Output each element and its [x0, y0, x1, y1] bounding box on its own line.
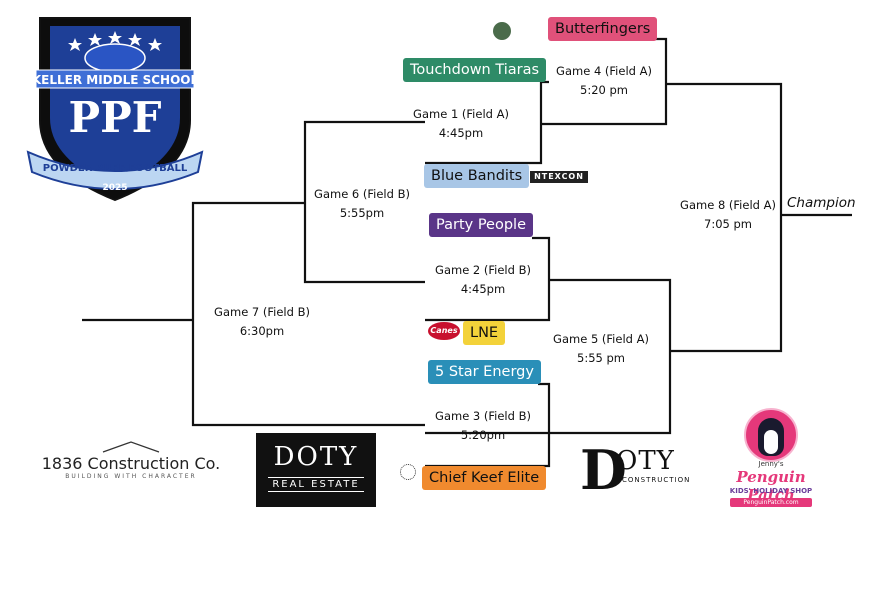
shield-inner	[50, 26, 180, 188]
champion-label: Champion	[787, 195, 856, 211]
sponsor-ntexcon: NTEXCON	[530, 171, 588, 183]
doty-re-name: DOTY	[273, 442, 359, 472]
game-2-title: Game 2 (Field B)	[435, 263, 531, 277]
team-lne: LNE	[463, 321, 506, 345]
sponsor-1836-name: 1836 Construction Co.	[41, 454, 221, 473]
doty-c-name: OTY	[616, 446, 675, 476]
penguin-owner: Jenny's	[758, 460, 784, 468]
school-banner	[35, 69, 195, 89]
event-ribbon	[26, 150, 204, 190]
game-1-title: Game 1 (Field A)	[413, 107, 509, 121]
game-6-title: Game 6 (Field B)	[314, 187, 410, 201]
roof-icon	[102, 441, 160, 453]
stars-icon	[68, 31, 162, 51]
school-name: KELLER MIDDLE SCHOOL	[32, 73, 199, 87]
event-year: 2025	[102, 183, 127, 193]
team-blue-bandits: Blue Bandits	[424, 164, 530, 188]
sponsor-canes: Canes	[428, 322, 460, 340]
game-3-time: 5:20pm	[460, 428, 506, 442]
sponsor-dog-logo	[493, 20, 547, 42]
team-butterfingers: Butterfingers	[548, 17, 658, 41]
game-1-time: 4:45pm	[438, 126, 484, 140]
bracket-line-game7	[191, 201, 425, 427]
game-8: Game 8 (Field A) 7:05 pm	[673, 196, 783, 234]
penguin-belly	[764, 430, 778, 454]
doty-c-initial: D	[580, 438, 627, 502]
sponsor-1836-construction: 1836 Construction Co. BUILDING WITH CHAR…	[36, 440, 226, 480]
game-7: Game 7 (Field B) 6:30pm	[207, 303, 317, 341]
football-icon	[84, 43, 146, 73]
circle-emblem-icon	[400, 464, 416, 480]
penguin-url: PenguinPatch.com	[730, 498, 812, 507]
game-2-time: 4:45pm	[460, 282, 506, 296]
sponsor-circle-logo	[398, 462, 418, 492]
game-7-title: Game 7 (Field B)	[214, 305, 310, 319]
event-name: POWDER PUFF FOOTBALL	[43, 163, 188, 174]
game-3: Game 3 (Field B) 5:20pm	[428, 407, 538, 445]
game-5-title: Game 5 (Field A)	[553, 332, 649, 346]
school-monogram: PPF	[69, 93, 162, 142]
bracket-line-game2-out	[425, 278, 672, 435]
team-5-star-energy: 5 Star Energy	[428, 360, 541, 384]
sponsor-doty-real-estate: DOTY REAL ESTATE	[256, 433, 376, 507]
game-2: Game 2 (Field B) 4:45pm	[428, 261, 538, 299]
sponsor-doty-construction: D OTY CONSTRUCTION	[580, 438, 692, 502]
dog-icon	[493, 22, 511, 40]
game-8-title: Game 8 (Field A)	[680, 198, 776, 212]
bracket-line-game1	[425, 80, 549, 165]
sponsor-penguin-patch: Jenny's Penguin Patch KIDS' HOLIDAY SHOP…	[710, 408, 832, 512]
game-1: Game 1 (Field A) 4:45pm	[406, 105, 516, 143]
game-6-time: 5:55pm	[339, 206, 385, 220]
penguin-shop: KIDS' HOLIDAY SHOP	[729, 487, 813, 495]
team-chief-keef-elite: Chief Keef Elite	[422, 466, 547, 490]
game-8-time: 7:05 pm	[704, 217, 752, 231]
game-7-time: 6:30pm	[239, 324, 285, 338]
doty-c-subtitle: CONSTRUCTION	[622, 476, 691, 484]
school-logo: KELLER MIDDLE SCHOOL PPF POWDER PUFF FOO…	[26, 17, 204, 202]
doty-re-subtitle: REAL ESTATE	[268, 477, 364, 492]
game-3-title: Game 3 (Field B)	[435, 409, 531, 423]
game-5: Game 5 (Field A) 5:55 pm	[546, 330, 656, 368]
game-6: Game 6 (Field B) 5:55pm	[307, 185, 417, 223]
sponsor-1836-tagline: BUILDING WITH CHARACTER	[65, 473, 197, 480]
game-4-title: Game 4 (Field A)	[556, 64, 652, 78]
bracket-line-game8	[666, 82, 783, 353]
team-party-people: Party People	[429, 213, 533, 237]
game-5-time: 5:55 pm	[577, 351, 625, 365]
game-4: Game 4 (Field A) 5:20 pm	[549, 62, 659, 100]
game-4-time: 5:20 pm	[580, 83, 628, 97]
team-touchdown-tiaras: Touchdown Tiaras	[403, 58, 547, 82]
